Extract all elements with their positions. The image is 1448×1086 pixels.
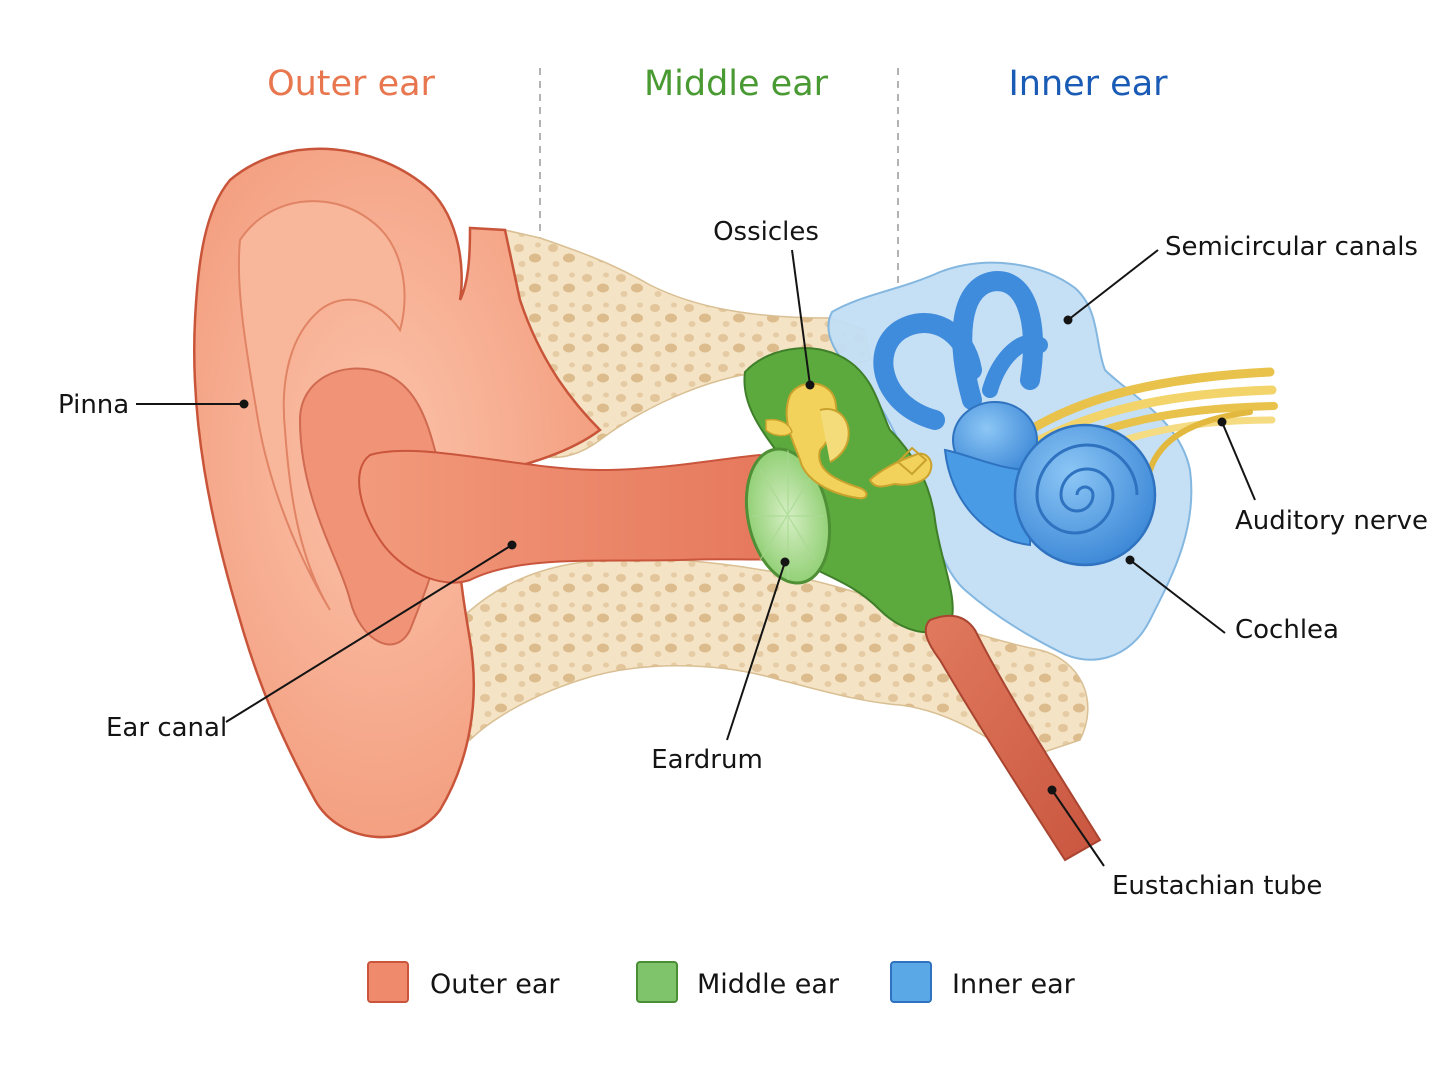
- cochlea-label: Cochlea: [1235, 615, 1339, 645]
- eardrum-leader: [726, 561, 786, 741]
- eardrum-dot: [780, 557, 790, 567]
- auditory-nerve-leader: [1221, 421, 1256, 501]
- temporal-bone-lower: [459, 557, 1089, 761]
- eardrum-label: Eardrum: [651, 745, 763, 775]
- eardrum-shape: [744, 447, 832, 585]
- middle-ear-title: Middle ear: [644, 64, 829, 104]
- legend-item-outer-ear: Outer ear: [367, 961, 560, 1003]
- legend-swatch-outer-ear: [367, 961, 409, 1003]
- auditory-nerve-label: Auditory nerve: [1235, 506, 1428, 536]
- legend: Outer ear Middle ear Inner ear: [367, 961, 1076, 1003]
- ear-canal-dot: [507, 540, 517, 550]
- pinna-dot: [239, 399, 249, 409]
- eustachian-tube-dot: [1047, 785, 1057, 795]
- cochlea-shape: [1013, 423, 1157, 567]
- pinna-label: Pinna: [58, 390, 129, 420]
- ossicles-label: Ossicles: [713, 217, 819, 247]
- eustachian-tube-shape: [924, 614, 1102, 862]
- cochlea-leader: [1129, 559, 1226, 634]
- vestibule-body: [943, 448, 1031, 547]
- legend-item-inner-ear: Inner ear: [890, 961, 1076, 1003]
- semicircular-canals-leader: [1067, 249, 1159, 321]
- eustachian-tube-label: Eustachian tube: [1112, 871, 1322, 901]
- auditory-nerve-dot: [1217, 417, 1227, 427]
- legend-swatch-middle-ear: [636, 961, 678, 1003]
- cochlea-dot: [1125, 555, 1135, 565]
- outer-ear-title: Outer ear: [267, 64, 435, 104]
- legend-label-inner-ear: Inner ear: [952, 969, 1076, 1000]
- inner-ear-title: Inner ear: [1008, 64, 1168, 104]
- ossicles-dot: [805, 380, 815, 390]
- legend-label-outer-ear: Outer ear: [430, 969, 560, 1000]
- helix-fold: [237, 200, 406, 611]
- semicircular-canals-label: Semicircular canals: [1165, 232, 1418, 262]
- eustachian-tube-leader: [1051, 789, 1105, 867]
- ear-canal-label: Ear canal: [106, 713, 227, 743]
- ossicles-shape: [765, 382, 933, 500]
- legend-label-middle-ear: Middle ear: [697, 969, 840, 1000]
- ossicles-leader: [791, 249, 811, 386]
- ear-canal-shape: [358, 449, 802, 584]
- legend-swatch-inner-ear: [890, 961, 932, 1003]
- semicircular-canals-dot: [1063, 315, 1073, 325]
- semicircular-canals-shape: [873, 271, 1048, 430]
- legend-item-middle-ear: Middle ear: [636, 961, 840, 1003]
- ear-canal-leader: [225, 544, 513, 723]
